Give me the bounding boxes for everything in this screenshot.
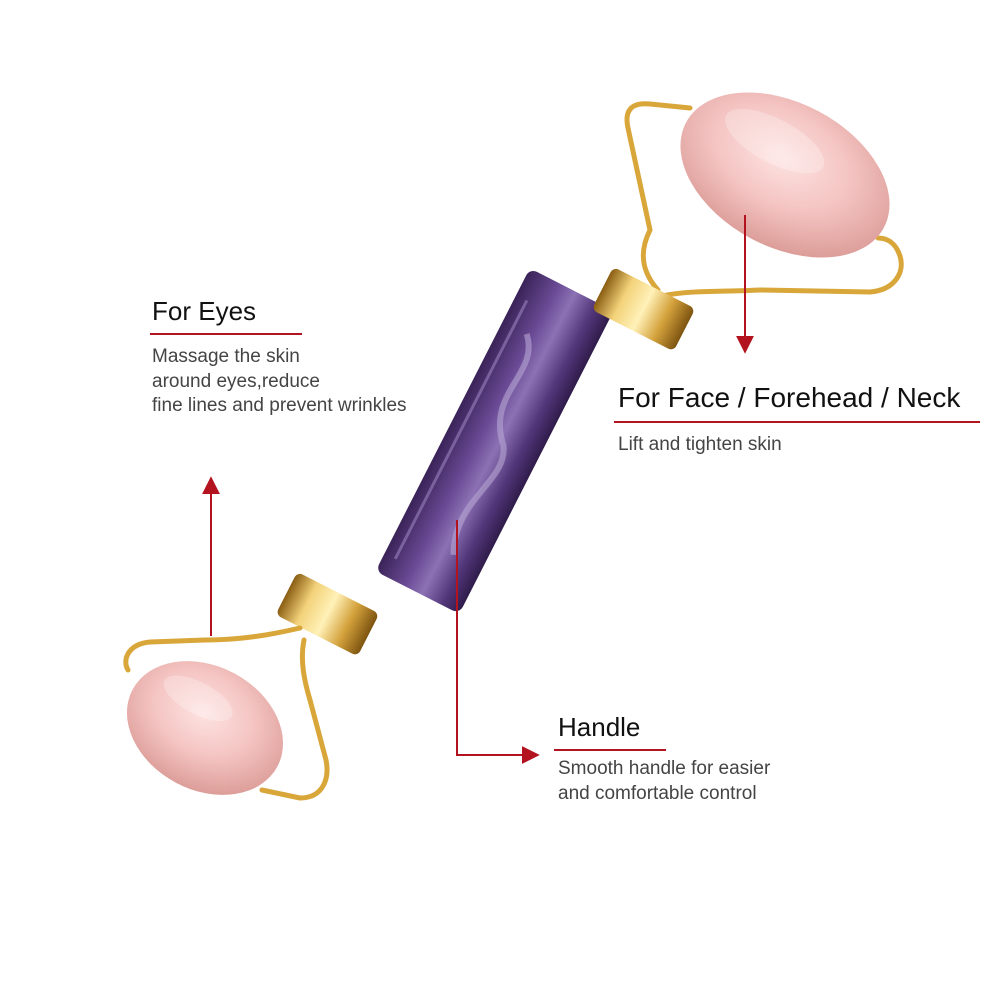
callout-title: Handle: [558, 712, 641, 742]
top-frame: [624, 101, 904, 299]
ferrule-top: [593, 268, 694, 350]
ferrule-bottom: [277, 573, 378, 655]
title-underline: [150, 333, 302, 335]
callout-handle: Handle Smooth handle for easier and comf…: [554, 712, 771, 806]
title-underline: [614, 421, 980, 423]
small-roller: [126, 661, 284, 795]
handle-arrow: [456, 520, 540, 764]
handle-body: [378, 271, 611, 612]
bottom-frame: [123, 625, 330, 801]
callout-description: Massage the skin around eyes,reduce fine…: [152, 346, 407, 417]
large-roller: [680, 92, 890, 258]
callout-description: Lift and tighten skin: [618, 434, 782, 455]
title-underline: [554, 749, 666, 751]
callout-for-eyes: For Eyes Massage the skin around eyes,re…: [150, 296, 407, 419]
callout-description: Smooth handle for easier and comfortable…: [558, 758, 771, 804]
callout-title: For Face / Forehead / Neck: [618, 382, 961, 413]
callout-for-face: For Face / Forehead / Neck Lift and tigh…: [614, 382, 980, 458]
callout-title: For Eyes: [152, 296, 257, 326]
